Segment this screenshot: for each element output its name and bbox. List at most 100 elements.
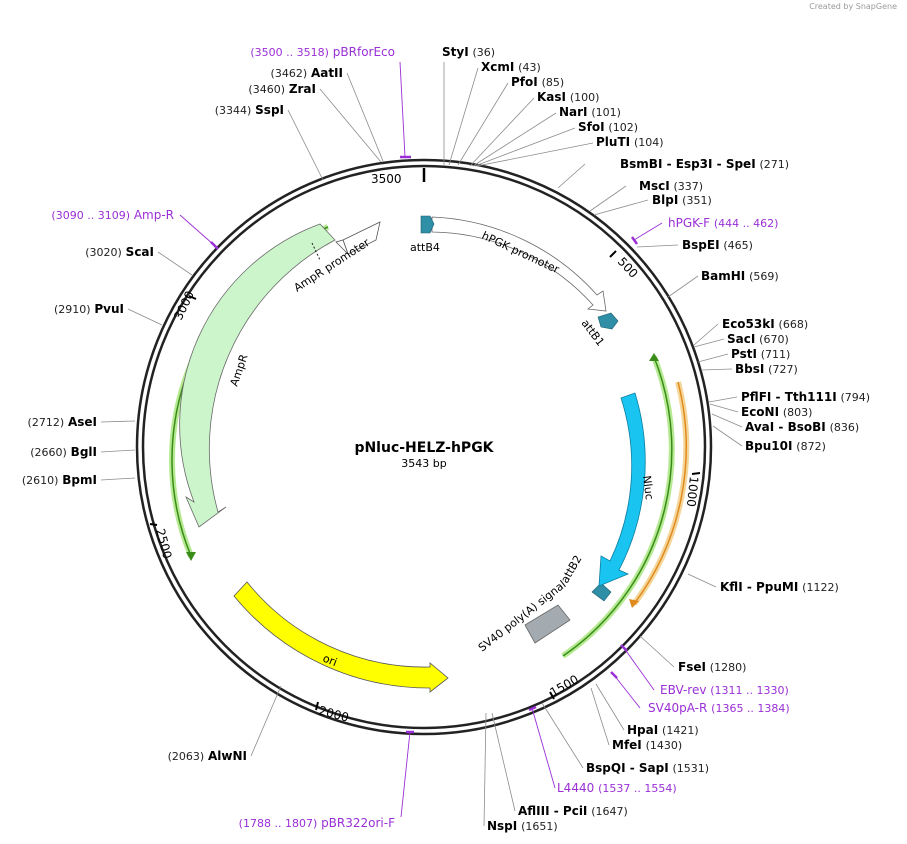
ampr-promoter-divider <box>311 242 321 261</box>
site-label: HpaI (1421) <box>627 723 699 737</box>
site-position: (1651) <box>521 820 558 833</box>
orange-orf-arrow <box>629 599 639 608</box>
site-leader <box>709 403 739 413</box>
site-name: MfeI <box>612 738 642 752</box>
site-name: BglI <box>71 445 97 459</box>
site-leader <box>711 413 743 428</box>
primer-leader <box>531 707 556 789</box>
site-position: (337) <box>674 180 704 193</box>
site-label: NspI (1651) <box>487 819 558 833</box>
site-label: (2063) AlwNI <box>168 749 247 763</box>
ampr-orf-arrow <box>186 552 196 561</box>
nluc-orf-glow <box>561 355 675 659</box>
primer-label: (3090 .. 3109) Amp-R <box>51 208 174 222</box>
site-label: BbsI (727) <box>735 362 798 376</box>
attb1-feature <box>597 312 619 330</box>
site-position: (803) <box>783 406 813 419</box>
site-label: PflFI - Tth111I (794) <box>741 390 870 404</box>
site-leader <box>287 109 324 181</box>
site-name: BlpI <box>652 193 678 207</box>
site-name: StyI <box>442 45 469 59</box>
site-position: (2063) <box>168 750 205 763</box>
site-label: BspEI (465) <box>682 238 753 252</box>
site-leader <box>595 683 625 731</box>
primer-name: Amp-R <box>134 208 174 222</box>
site-label: (3344) SspI <box>215 103 284 117</box>
site-label: XcmI (43) <box>481 60 541 74</box>
site-name: PflFI - Tth111I <box>741 390 837 404</box>
site-name: PstI <box>731 347 757 361</box>
site-position: (102) <box>608 121 638 134</box>
site-position: (3344) <box>215 104 252 117</box>
backbone-outer <box>135 158 713 736</box>
site-label: BsmBI - Esp3I - SpeI (271) <box>620 157 789 171</box>
site-name: PvuI <box>94 302 124 316</box>
site-position: (872) <box>796 440 826 453</box>
primer-name: pBR322ori-F <box>321 816 395 830</box>
primer-label: EBV-rev (1311 .. 1330) <box>660 683 789 697</box>
primer-name: EBV-rev <box>660 683 706 697</box>
site-label: Eco53kI (668) <box>722 317 808 331</box>
attb4-label: attB4 <box>410 241 440 254</box>
primer-range: (1788 .. 1807) <box>239 817 318 830</box>
site-leader <box>346 72 384 162</box>
site-label: FseI (1280) <box>678 660 746 674</box>
site-position: (836) <box>830 421 860 434</box>
site-position: (2660) <box>30 446 67 459</box>
nluc-label: Nluc <box>640 475 656 501</box>
site-label: BlpI (351) <box>652 193 712 207</box>
sv40-feature <box>524 604 571 644</box>
site-leader <box>712 425 743 447</box>
site-position: (3460) <box>248 83 285 96</box>
primer-name: SV40pA-R <box>648 701 707 715</box>
site-leader <box>319 88 382 163</box>
ori-feature <box>233 581 449 693</box>
site-label: MfeI (1430) <box>612 738 682 752</box>
site-label: (2660) BglI <box>30 445 97 459</box>
site-label: PluTI (104) <box>596 135 664 149</box>
site-position: (569) <box>749 270 779 283</box>
site-name: KasI <box>537 90 566 104</box>
site-name: MscI <box>639 179 670 193</box>
site-label: MscI (337) <box>639 179 703 193</box>
site-name: AatII <box>311 66 343 80</box>
site-leader <box>100 477 136 481</box>
site-name: KflI - PpuMI <box>720 580 798 594</box>
site-name: EcoNI <box>741 405 779 419</box>
site-name: SfoI <box>578 120 605 134</box>
tick-1000 <box>691 472 701 475</box>
site-leader <box>636 244 679 248</box>
nluc-orf-line <box>562 356 673 657</box>
site-position: (668) <box>779 318 809 331</box>
site-position: (670) <box>759 333 789 346</box>
site-position: (2910) <box>54 303 91 316</box>
site-position: (3462) <box>271 67 308 80</box>
hpgk-promoter-label: hPGK promoter <box>480 229 562 276</box>
primer-label: SV40pA-R (1365 .. 1384) <box>648 701 790 715</box>
site-label: KasI (100) <box>537 90 599 104</box>
site-label: SacI (670) <box>727 332 789 346</box>
primer-range: (444 .. 462) <box>714 217 779 230</box>
site-leader <box>593 199 649 216</box>
site-label: (3462) AatII <box>271 66 343 80</box>
primer-label: hPGK-F (444 .. 462) <box>668 216 778 230</box>
primer-range: (1537 .. 1554) <box>598 782 677 795</box>
site-name: BsmBI - Esp3I - SpeI <box>620 157 756 171</box>
tick-3000 <box>188 295 197 300</box>
site-label: PfoI (85) <box>511 75 564 89</box>
primer-label: (1788 .. 1807) pBR322ori-F <box>239 816 395 830</box>
site-name: FseI <box>678 660 706 674</box>
tick-2000 <box>315 701 319 711</box>
orange-orf-line <box>633 381 687 605</box>
site-label: AvaI - BsoBI (836) <box>745 420 859 434</box>
site-position: (1647) <box>591 805 628 818</box>
tick-1500 <box>549 691 555 700</box>
site-leader <box>127 308 163 326</box>
tick-2500-label: 2500 <box>153 527 174 560</box>
site-name: AvaI - BsoBI <box>745 420 826 434</box>
attb4-feature <box>420 215 435 234</box>
site-position: (101) <box>591 106 621 119</box>
hpgk-promoter-feature <box>431 216 607 312</box>
backbone-inner <box>141 164 707 730</box>
site-leader <box>639 635 675 668</box>
